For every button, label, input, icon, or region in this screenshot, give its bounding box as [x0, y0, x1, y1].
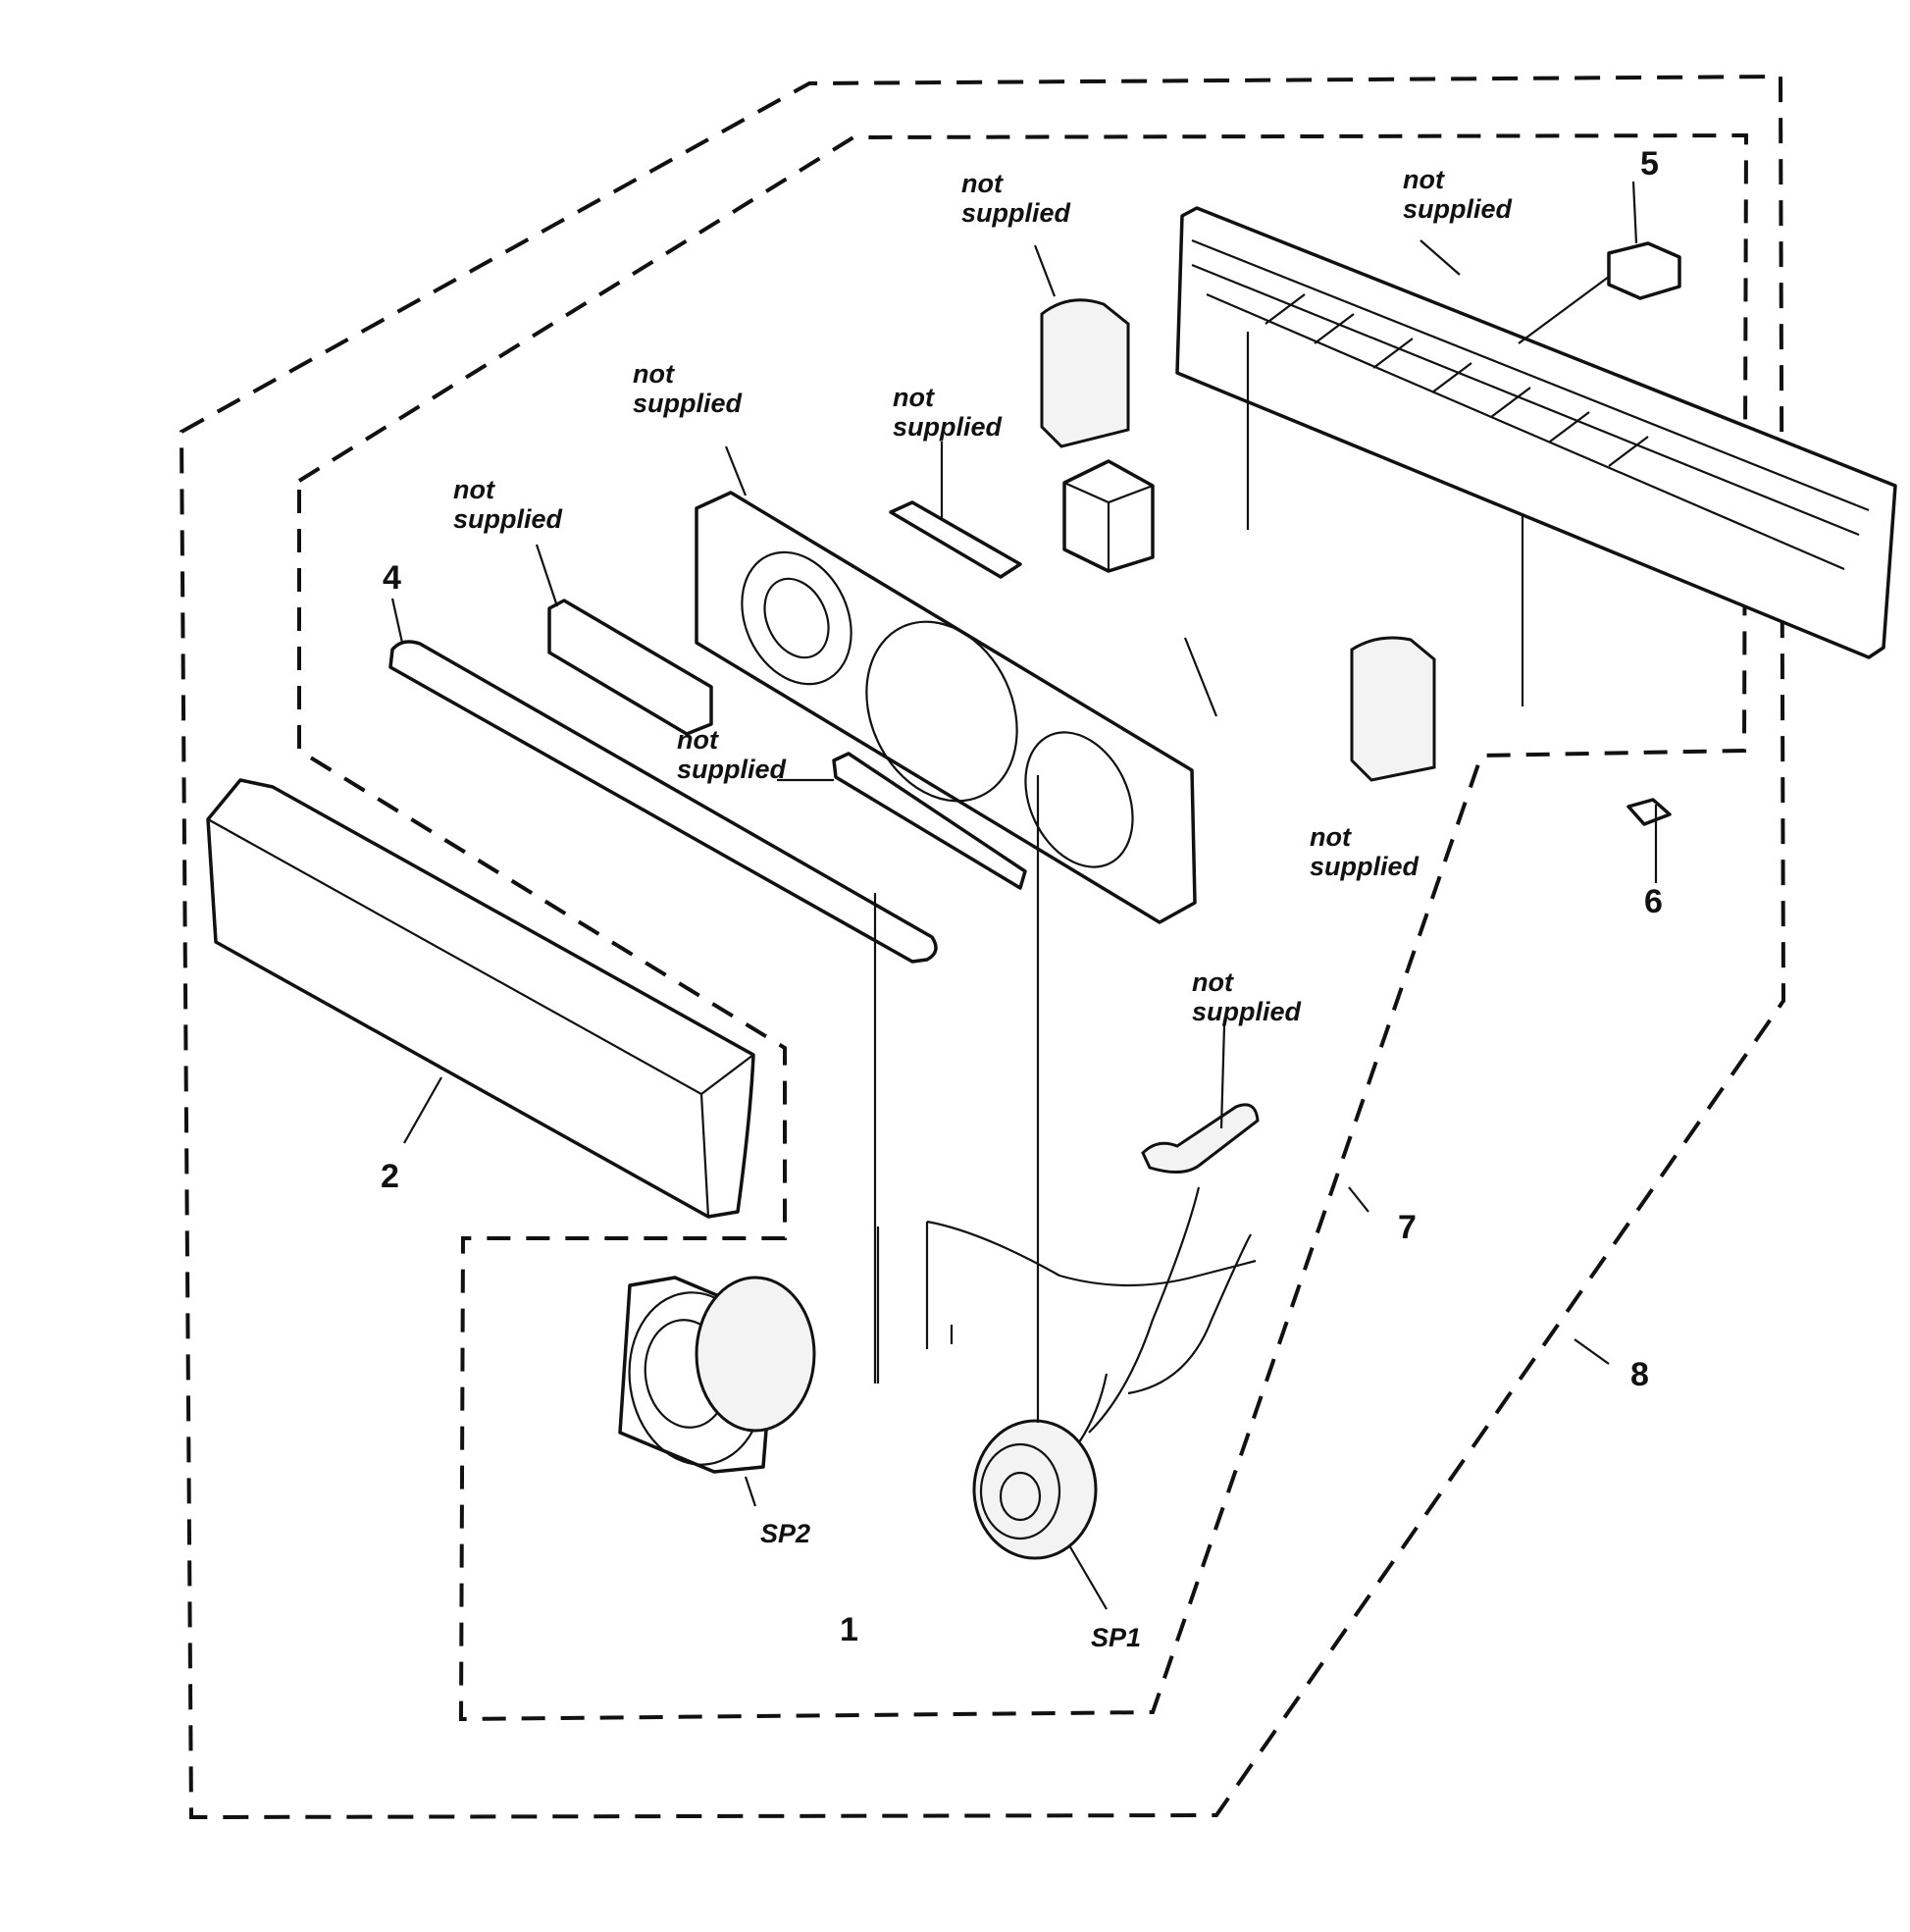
sp1-tweeter — [972, 1373, 1109, 1560]
speaker-baffle-frame — [695, 491, 1197, 924]
not-supplied-label-4a: not — [893, 383, 935, 412]
not-supplied-label-5b: supplied — [453, 504, 563, 534]
not-supplied-label-6b: supplied — [677, 755, 787, 784]
labels: not supplied not supplied 5 not supplied… — [381, 145, 1663, 1652]
not-supplied-label-8a: not — [1192, 967, 1234, 997]
not-supplied-label-7b: supplied — [1310, 852, 1420, 881]
not-supplied-label-4b: supplied — [893, 412, 1003, 442]
part-8-label: 8 — [1630, 1356, 1649, 1393]
not-supplied-bracket-left — [547, 599, 713, 736]
not-supplied-label-2b: supplied — [1403, 194, 1513, 224]
not-supplied-label-6a: not — [677, 725, 719, 755]
part-2-front-grille — [206, 778, 755, 1219]
part-4-label: 4 — [383, 559, 401, 597]
sp2-label: SP2 — [760, 1519, 810, 1548]
not-supplied-label-7a: not — [1310, 822, 1352, 852]
sp1-label: SP1 — [1091, 1623, 1141, 1652]
part-6-label: 6 — [1644, 883, 1663, 920]
part-5-block — [1607, 241, 1681, 300]
inner-assembly-boundary — [297, 132, 1749, 1722]
not-supplied-label-3b: supplied — [633, 389, 743, 418]
part-7-label: 7 — [1398, 1209, 1417, 1246]
not-supplied-label-3a: not — [633, 359, 675, 389]
leader-lines — [390, 181, 1658, 1610]
rear-cabinet — [1175, 206, 1897, 659]
part-1-label: 1 — [840, 1611, 858, 1648]
not-supplied-box-top — [1040, 298, 1130, 448]
not-supplied-label-5a: not — [453, 475, 495, 504]
part-2-label: 2 — [381, 1158, 399, 1195]
not-supplied-label-1a: not — [961, 169, 1004, 198]
outer-assembly-boundary — [179, 74, 1786, 1820]
guide-lines — [873, 332, 1524, 1423]
part-6-square — [1626, 798, 1672, 826]
not-supplied-bar — [889, 500, 1022, 579]
not-supplied-label-2a: not — [1403, 165, 1445, 194]
speaker-wires — [925, 1186, 1257, 1434]
not-supplied-label-1b: supplied — [961, 198, 1071, 228]
sp2-woofer — [618, 1276, 816, 1474]
part-5-label: 5 — [1640, 145, 1659, 183]
not-supplied-box-right — [1350, 636, 1436, 782]
not-supplied-tube — [1141, 1103, 1260, 1174]
not-supplied-bracket-lower — [832, 752, 1027, 890]
part-4-bar — [388, 640, 938, 964]
not-supplied-label-8b: supplied — [1192, 997, 1302, 1026]
